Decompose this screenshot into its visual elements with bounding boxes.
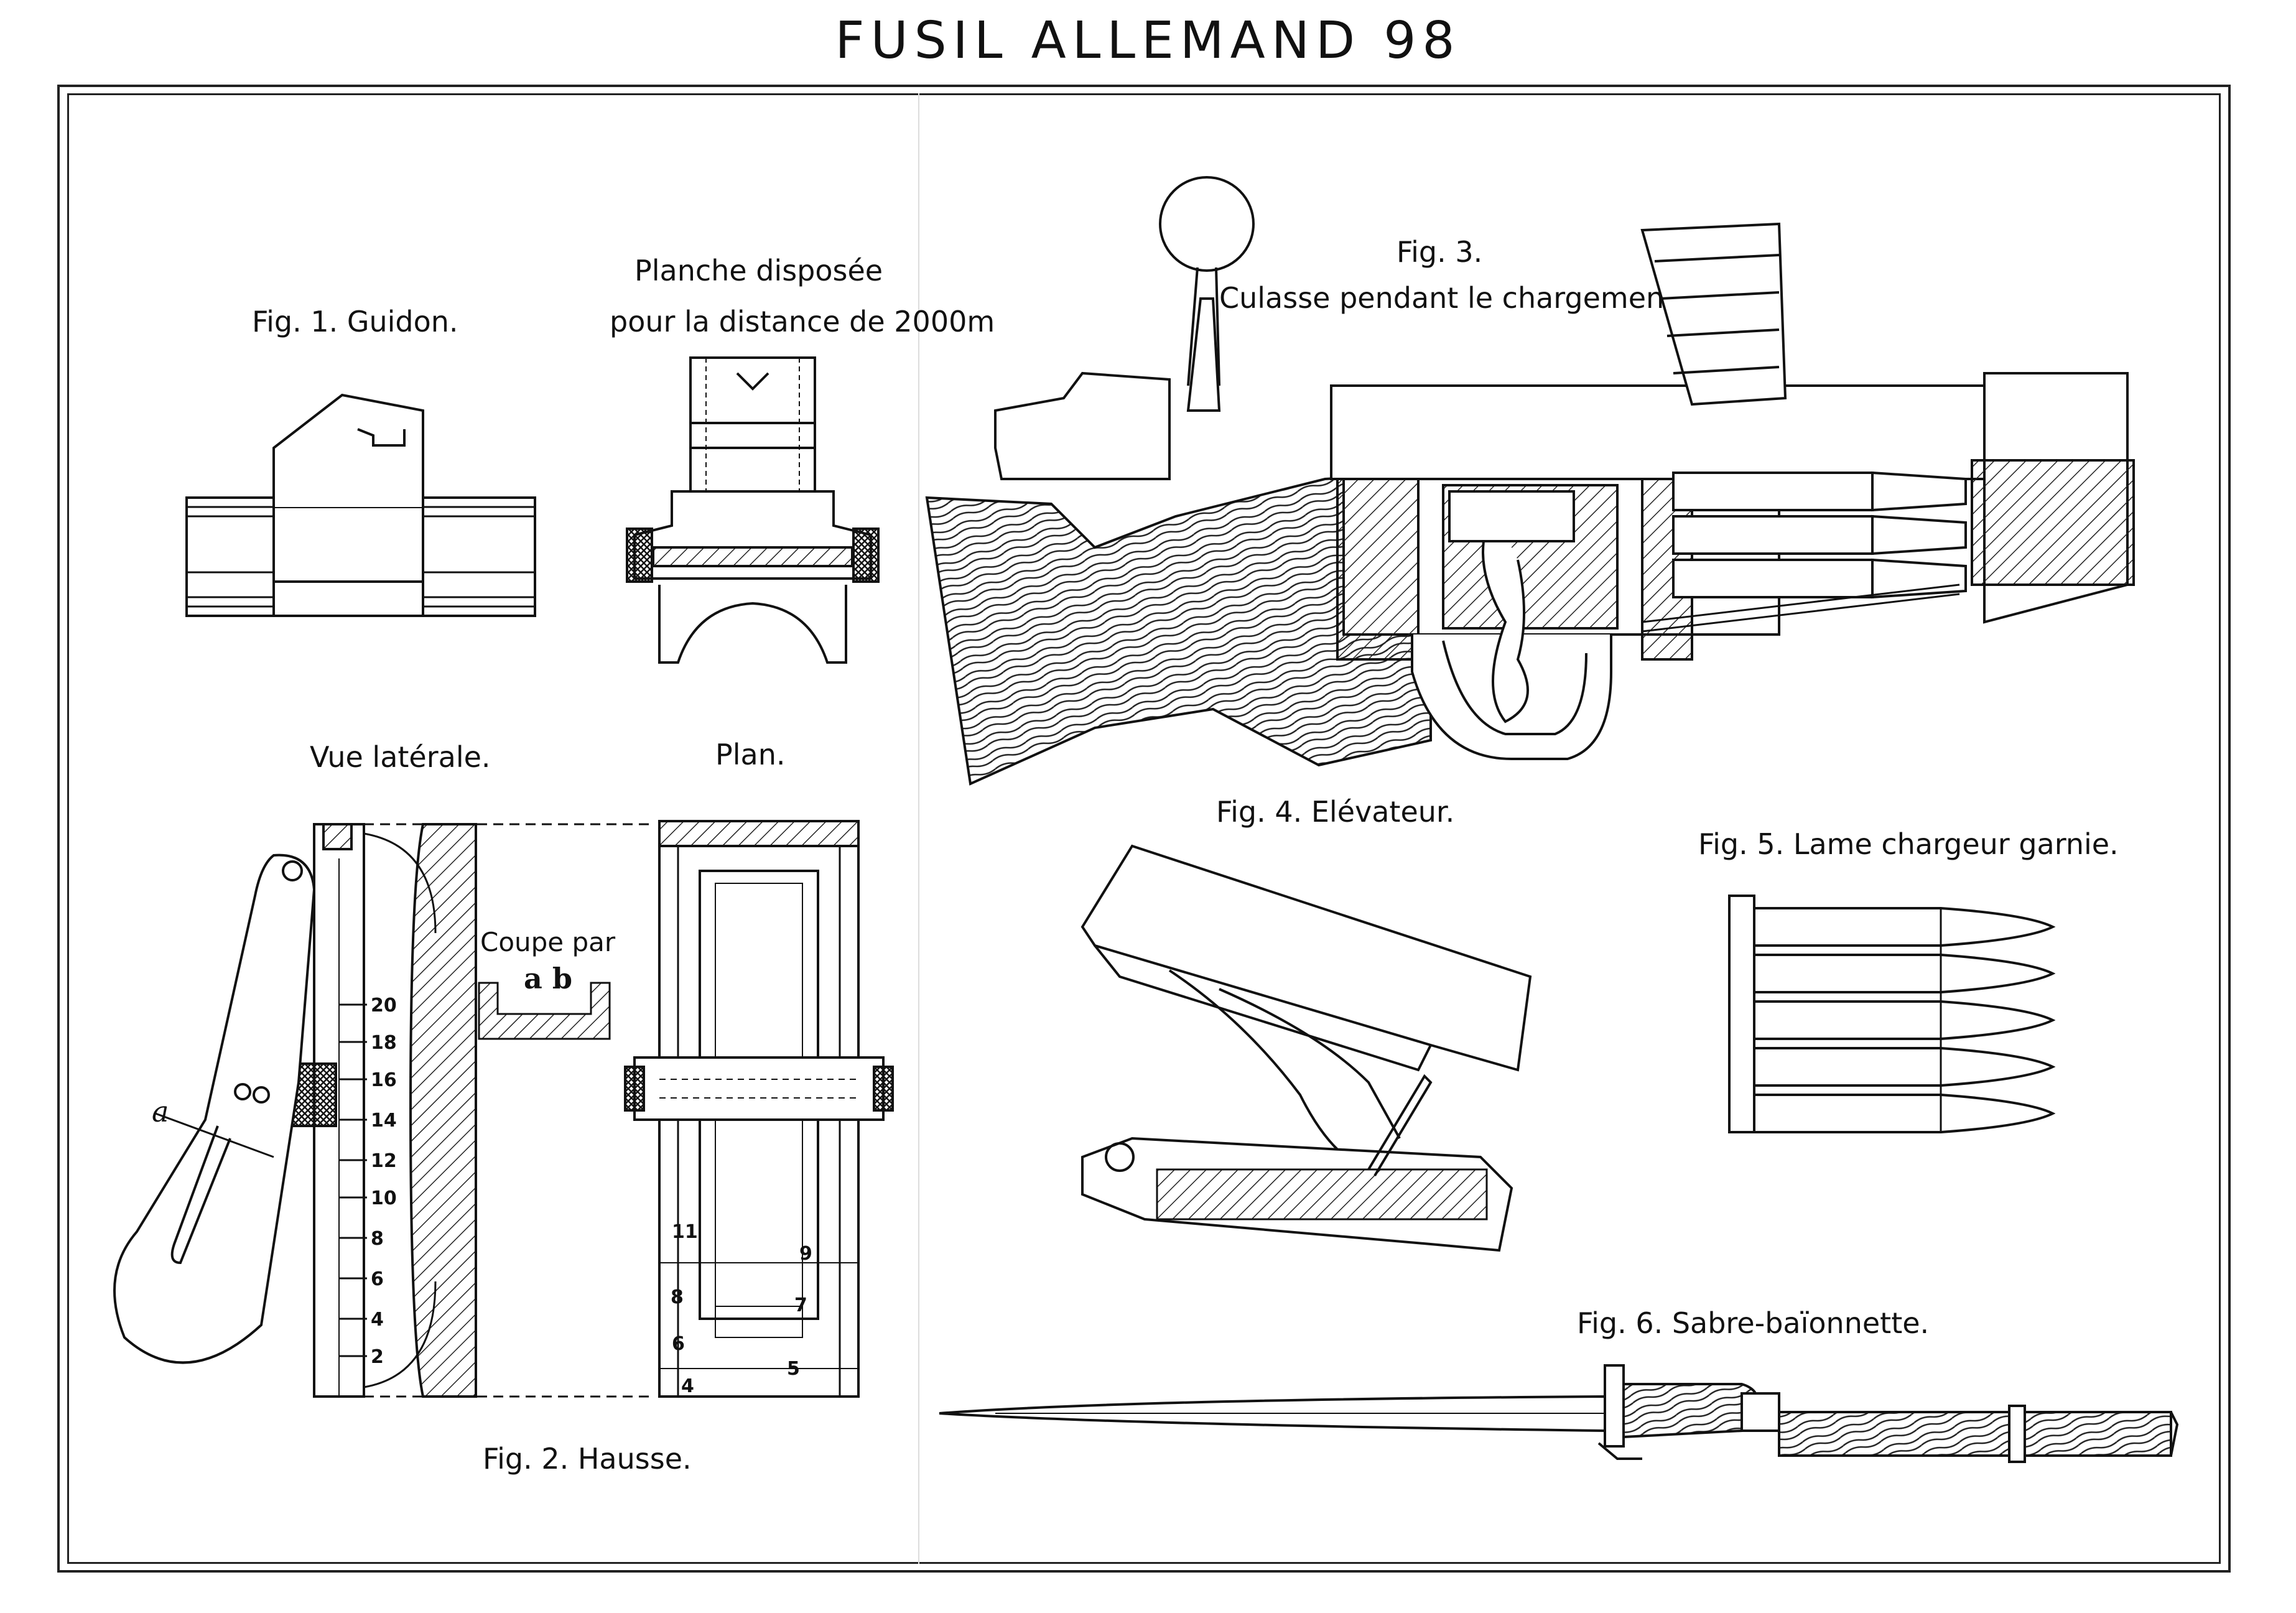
- scale-tick-label: 4: [371, 1309, 384, 1331]
- scale-tick-label: 20: [371, 995, 397, 1016]
- scale-tick-label: 16: [371, 1069, 397, 1091]
- scale-tick-label: 10: [371, 1188, 397, 1209]
- plan-number: 11: [672, 1221, 698, 1243]
- outer-frame: [57, 85, 2231, 1573]
- fig5-label: Fig. 5. Lame chargeur garnie.: [1698, 827, 2119, 861]
- scale-tick-label: 6: [371, 1268, 384, 1290]
- page-fold: [918, 93, 919, 1564]
- fig6-sabre-baionnette: [939, 1364, 2179, 1463]
- fig4-elevateur: [1081, 844, 1532, 1252]
- planche-label-1: Planche disposée: [634, 254, 883, 287]
- fig3-label-1: Fig. 3.: [1397, 235, 1483, 269]
- scale-tick-label: 18: [371, 1032, 397, 1054]
- plan-number: 4: [681, 1375, 694, 1397]
- plan-number: 9: [799, 1243, 812, 1265]
- scale-tick-label: 8: [371, 1228, 384, 1250]
- planche-label-2: pour la distance de 2000m: [610, 305, 995, 338]
- vue-laterale-label: Vue latérale.: [310, 740, 491, 774]
- fig1-guidon-side: [185, 393, 536, 617]
- fig2-hausse-side: [113, 823, 653, 1398]
- coupe-label-2: a b: [524, 962, 572, 995]
- plan-label: Plan.: [715, 738, 786, 771]
- plate-title: FUSIL ALLEMAND 98: [835, 11, 1461, 70]
- fig1-guidon-front: [626, 356, 880, 664]
- plan-number: 6: [672, 1333, 685, 1355]
- fig5-lame-chargeur: [1728, 895, 2056, 1133]
- plan-number: 5: [787, 1358, 800, 1380]
- hausse-scale: [339, 1003, 367, 1357]
- fig2-hausse-plan: [624, 820, 894, 1398]
- scale-tick-label: 14: [371, 1110, 397, 1132]
- scale-tick-label: 2: [371, 1346, 384, 1368]
- fig1-label: Fig. 1. Guidon.: [252, 305, 458, 338]
- coupe-section: [478, 982, 611, 1040]
- fig3-culasse: [925, 176, 2135, 786]
- plan-number: 8: [671, 1286, 684, 1308]
- letter-a: a: [152, 1095, 169, 1128]
- coupe-label-1: Coupe par: [480, 927, 616, 957]
- fig3-label-2: Culasse pendant le chargement: [1219, 281, 1676, 315]
- fig2-label: Fig. 2. Hausse.: [483, 1442, 692, 1476]
- inner-frame: [67, 93, 2221, 1564]
- plan-number: 7: [794, 1295, 807, 1316]
- fig4-label: Fig. 4. Elévateur.: [1216, 795, 1455, 829]
- fig6-label: Fig. 6. Sabre-baïonnette.: [1577, 1306, 1930, 1340]
- scale-tick-label: 12: [371, 1150, 397, 1172]
